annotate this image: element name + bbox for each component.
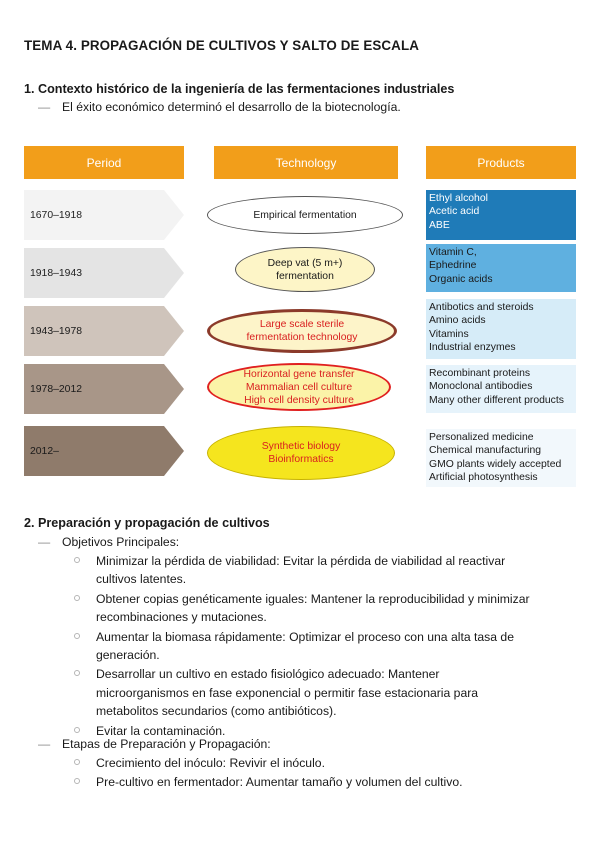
product-3-3: Vitamins	[429, 328, 469, 340]
page-title: TEMA 4. PROPAGACIÓN DE CULTIVOS Y SALTO …	[24, 38, 420, 53]
circle-bullet-icon	[74, 594, 80, 601]
product-4-3: Many other different products	[429, 394, 564, 406]
circle-bullet-icon	[74, 759, 80, 765]
circle-bullet-icon	[74, 632, 80, 639]
header-period: Period	[24, 146, 184, 179]
technology-ellipse-5: Synthetic biology Bioinformatics	[207, 426, 395, 480]
dash-icon: —	[38, 737, 51, 751]
technology-4-line-3: High cell density culture	[244, 394, 354, 406]
objective-item: Evitar la contaminación.	[72, 722, 582, 740]
period-arrow-5: 2012–	[24, 426, 184, 476]
section1-bullet-text: El éxito económico determinó el desarrol…	[62, 100, 401, 114]
header-products: Products	[426, 146, 576, 179]
product-5-3: GMO plants widely accepted	[429, 458, 562, 470]
stage-item: Crecimiento del inóculo: Revivir el inóc…	[72, 754, 582, 772]
product-5-4: Artificial photosynthesis	[429, 472, 538, 484]
technology-2-line-2: fermentation	[276, 270, 334, 282]
product-3-4: Industrial enzymes	[429, 342, 516, 354]
products-box-3: Antibotics and steroids Amino acids Vita…	[426, 299, 576, 359]
product-2-1: Vitamin C,	[429, 247, 477, 258]
technology-1-line-1: Empirical fermentation	[253, 209, 357, 221]
section1-heading: 1. Contexto histórico de la ingeniería d…	[24, 82, 455, 96]
product-4-1: Recombinant proteins	[429, 368, 531, 379]
products-box-4: Recombinant proteins Monoclonal antibodi…	[426, 365, 576, 413]
products-box-1: Ethyl alcohol Acetic acid ABE	[426, 190, 576, 240]
objectives-label: — Objetivos Principales:	[38, 535, 179, 549]
objective-item: Desarrollar un cultivo en estado fisioló…	[72, 665, 582, 720]
technology-4-line-1: Horizontal gene transfer	[243, 368, 355, 380]
period-arrow-1: 1670–1918	[24, 190, 184, 240]
technology-2-line-1: Deep vat (5 m+)	[267, 257, 343, 269]
product-1-3: ABE	[429, 219, 450, 231]
period-arrow-3: 1943–1978	[24, 306, 184, 356]
dash-icon: —	[38, 100, 51, 114]
period-arrow-2: 1918–1943	[24, 248, 184, 298]
product-5-1: Personalized medicine	[429, 432, 534, 443]
objective-item: Minimizar la pérdida de viabilidad: Evit…	[72, 552, 582, 589]
section2-heading: 2. Preparación y propagación de cultivos	[24, 516, 270, 530]
objective-item: Obtener copias genéticamente iguales: Ma…	[72, 590, 582, 627]
technology-5-line-1: Synthetic biology	[261, 441, 341, 452]
technology-ellipse-1: Empirical fermentation	[207, 196, 403, 234]
product-5-2: Chemical manufacturing	[429, 445, 542, 457]
technology-ellipse-4: Horizontal gene transfer Mammalian cell …	[207, 363, 391, 411]
circle-bullet-icon	[74, 557, 80, 563]
stages-label-text: Etapas de Preparación y Propagación:	[62, 737, 271, 751]
fermentation-history-figure: Period Technology Products 1670–1918 Emp…	[24, 146, 576, 487]
technology-4-line-2: Mammalian cell culture	[245, 381, 353, 393]
header-technology: Technology	[214, 146, 398, 179]
products-box-2: Vitamin C, Ephedrine Organic acids	[426, 244, 576, 292]
circle-bullet-icon	[74, 726, 80, 733]
objective-item: Aumentar la biomasa rápidamente: Optimiz…	[72, 628, 582, 665]
product-2-2: Ephedrine	[429, 260, 477, 272]
objectives-label-text: Objetivos Principales:	[62, 535, 180, 549]
product-4-2: Monoclonal antibodies	[429, 381, 533, 393]
technology-3-line-1: Large scale sterile	[259, 319, 345, 330]
product-1-1: Ethyl alcohol	[429, 193, 488, 204]
stages-list: Crecimiento del inóculo: Revivir el inóc…	[72, 754, 582, 793]
product-3-1: Antibotics and steroids	[429, 302, 534, 313]
product-2-3: Organic acids	[429, 273, 493, 285]
technology-ellipse-3: Large scale sterile fermentation technol…	[207, 309, 397, 353]
period-arrow-4: 1978–2012	[24, 364, 184, 414]
stage-item: Pre-cultivo en fermentador: Aumentar tam…	[72, 773, 582, 791]
stages-label: — Etapas de Preparación y Propagación:	[38, 737, 271, 751]
technology-5-line-2: Bioinformatics	[268, 454, 334, 465]
products-box-5: Personalized medicine Chemical manufactu…	[426, 429, 576, 487]
dash-icon: —	[38, 535, 51, 549]
circle-bullet-icon	[74, 670, 80, 677]
section1-bullet: — El éxito económico determinó el desarro…	[38, 100, 401, 114]
objectives-list: Minimizar la pérdida de viabilidad: Evit…	[72, 552, 582, 741]
product-1-2: Acetic acid	[429, 206, 480, 218]
circle-bullet-icon	[74, 778, 80, 785]
technology-ellipse-2: Deep vat (5 m+) fermentation	[235, 247, 375, 292]
technology-3-line-2: fermentation technology	[246, 332, 358, 343]
product-3-2: Amino acids	[429, 315, 486, 327]
